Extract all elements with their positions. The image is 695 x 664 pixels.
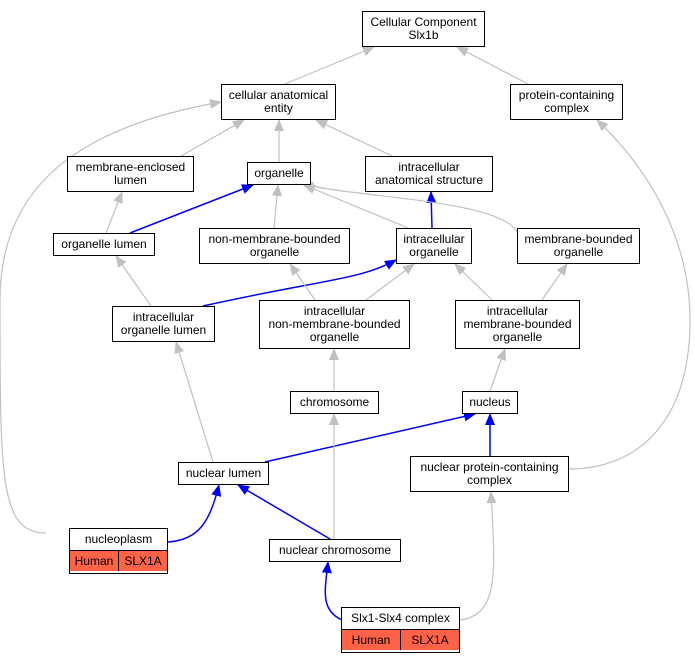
is-a-edge [174,341,214,463]
node-chromosome[interactable]: chromosome [290,391,379,414]
annotation-row: Human SLX1A [70,550,167,571]
node-organelle-lumen[interactable]: organelle lumen [53,233,155,256]
part-of-edge [426,191,437,229]
is-a-edge [456,46,529,85]
is-a-edge [272,184,282,229]
is-a-edge [289,263,316,301]
node-label: nuclear chromosome [278,543,392,557]
node-label: organelle [254,166,304,180]
node-label: nuclear lumen [185,466,262,480]
is-a-edge [567,119,691,470]
is-a-edge [303,184,409,229]
node-label: nucleoplasm [84,532,153,546]
node-slx1-slx4-complex[interactable]: Slx1-Slx4 complex Human SLX1A [341,607,460,653]
is-a-edge [105,191,123,234]
node-nuclear-chromosome[interactable]: nuclear chromosome [269,539,401,562]
is-a-edge [541,263,568,301]
is-a-edge [0,98,222,534]
part-of-edge [202,259,397,307]
is-a-edge [284,46,375,85]
node-label: organelle lumen [61,237,147,251]
part-of-edge [129,184,254,234]
is-a-edge [315,119,393,157]
part-of-edge [264,411,476,463]
is-a-edge [365,263,415,301]
species-tag[interactable]: Human [70,551,118,571]
is-a-edge [115,255,152,307]
is-a-edge [301,181,518,233]
species-tag[interactable]: Human [342,630,400,650]
node-nuclear-lumen[interactable]: nuclear lumen [178,462,269,485]
is-a-edge [489,348,507,392]
part-of-edge [167,484,222,543]
node-organelle[interactable]: organelle [247,162,311,185]
part-of-edge [237,484,331,540]
is-a-edge [454,263,493,301]
node-nucleoplasm[interactable]: nucleoplasm Human SLX1A [69,528,168,574]
node-label: nucleus [469,395,511,409]
is-a-edge [459,491,497,621]
node-label: Slx1-Slx4 complex [351,611,450,625]
is-a-edge [180,119,245,157]
gene-tag[interactable]: SLX1A [118,551,167,571]
gene-tag[interactable]: SLX1A [400,630,459,650]
annotation-row: Human SLX1A [342,629,459,650]
part-of-edge [321,561,343,621]
node-nucleus[interactable]: nucleus [462,391,518,414]
node-label: chromosome [299,395,370,409]
